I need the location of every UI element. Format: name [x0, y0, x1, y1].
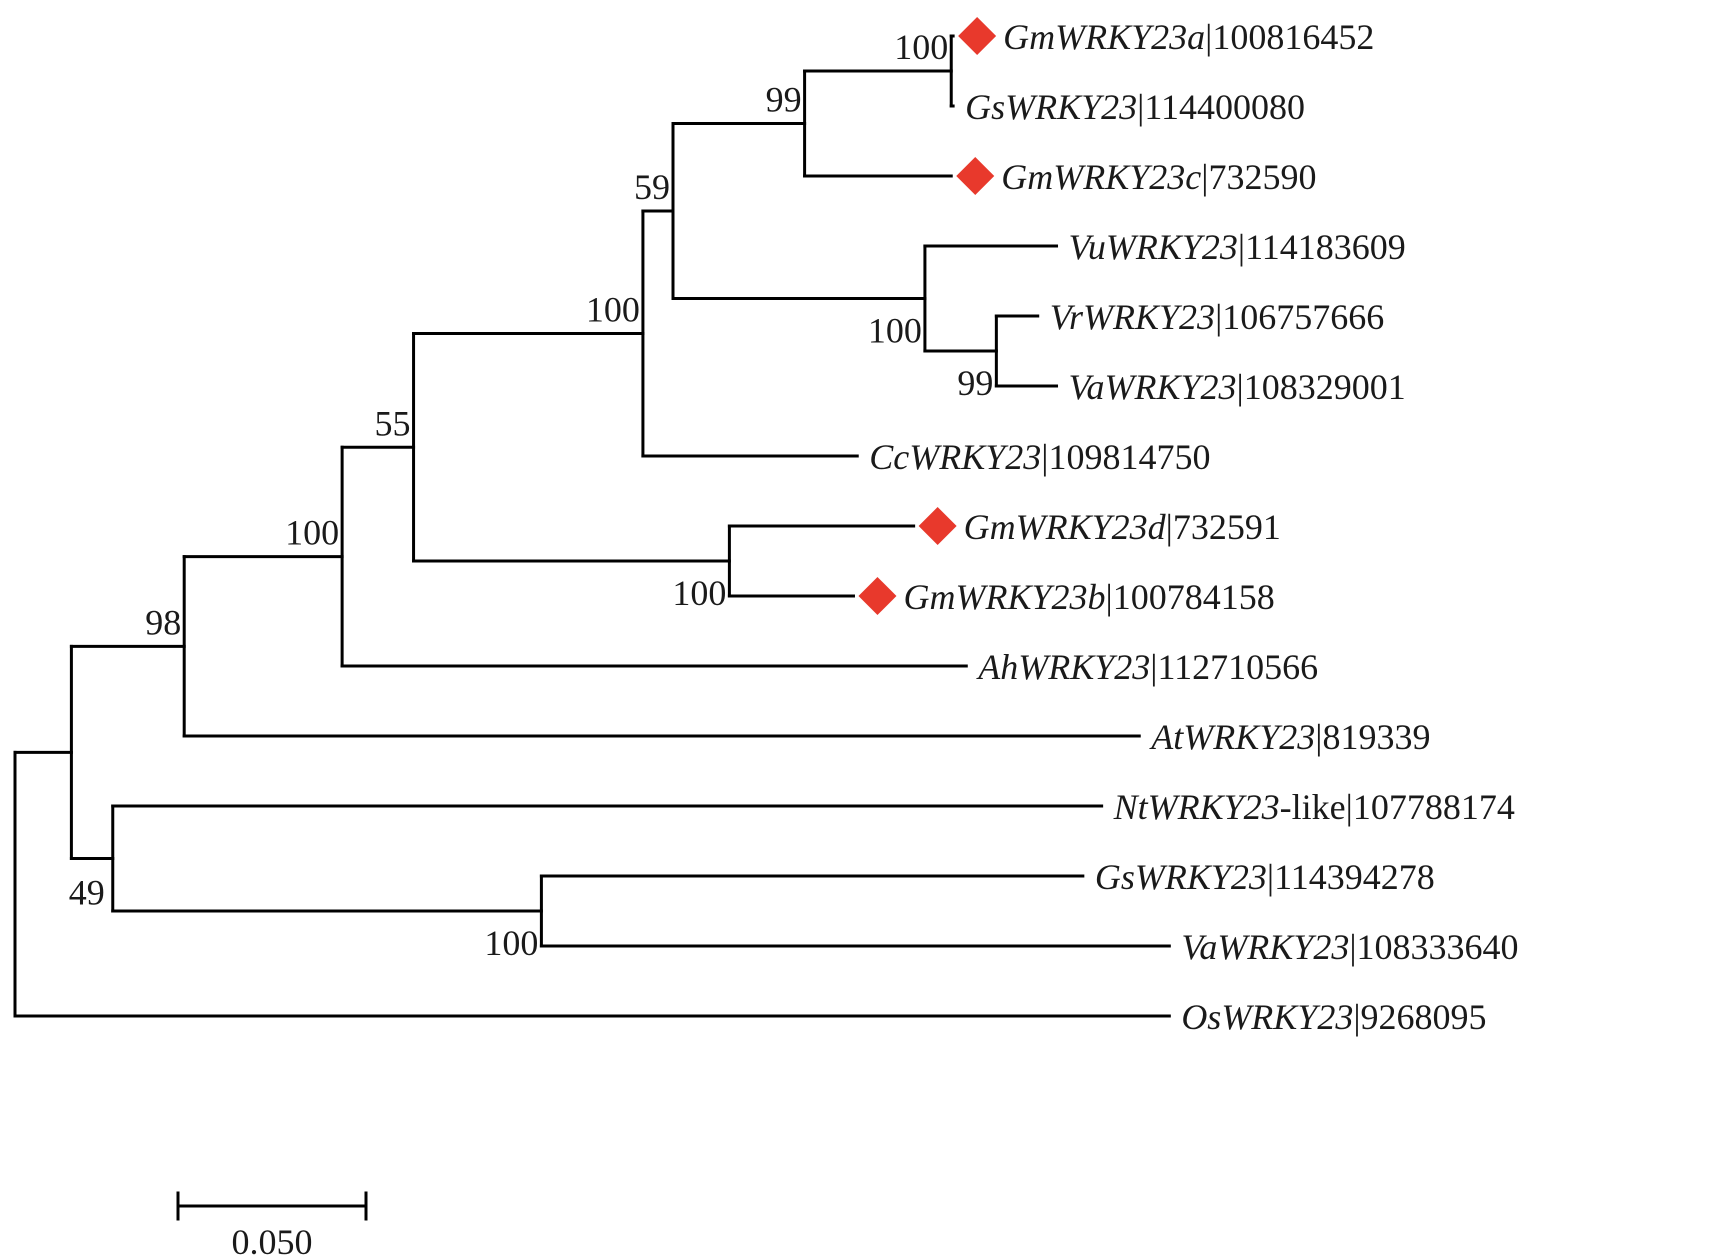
gene-name: GmWRKY23b [903, 577, 1105, 617]
leaf-label-GmWRKY23b: GmWRKY23b|100784158 [903, 577, 1274, 617]
bootstrap-value: 98 [145, 602, 181, 642]
bootstrap-value: 100 [586, 290, 640, 330]
highlight-markers [858, 17, 997, 615]
gene-name: GmWRKY23c [1001, 157, 1201, 197]
gene-id: |100816452 [1205, 17, 1374, 57]
leaf-label-GmWRKY23d: GmWRKY23d|732591 [964, 507, 1281, 547]
leaf-labels: GmWRKY23a|100816452GsWRKY23|114400080GmW… [869, 17, 1518, 1037]
gene-name: CcWRKY23 [869, 437, 1041, 477]
diamond-marker-icon [958, 17, 997, 55]
gene-id: |114394278 [1267, 857, 1435, 897]
diamond-marker-icon [858, 577, 897, 615]
gene-name: GmWRKY23a [1003, 17, 1205, 57]
bootstrap-values: 98 100 55 100 59 99 100 100 99 100 49 100 [69, 27, 994, 963]
bootstrap-value: 100 [285, 513, 339, 553]
leaf-label-OsWRKY23: OsWRKY23|9268095 [1181, 997, 1486, 1037]
bootstrap-value: 100 [894, 27, 948, 67]
tree-branches [13, 34, 1171, 1018]
bootstrap-value: 100 [672, 573, 726, 613]
gene-name: AhWRKY23 [976, 647, 1150, 687]
leaf-label-CcWRKY23: CcWRKY23|109814750 [869, 437, 1210, 477]
gene-name: NtWRKY23 [1113, 787, 1280, 827]
leaf-label-VuWRKY23: VuWRKY23|114183609 [1069, 227, 1406, 267]
gene-name: VuWRKY23 [1069, 227, 1238, 267]
bootstrap-value: 99 [766, 80, 802, 120]
gene-id: |9268095 [1353, 997, 1486, 1037]
gene-name: VaWRKY23 [1069, 367, 1237, 407]
scale-bar-label: 0.050 [232, 1222, 313, 1259]
leaf-label-GmWRKY23c: GmWRKY23c|732590 [1001, 157, 1316, 197]
gene-name: GmWRKY23d [964, 507, 1167, 547]
bootstrap-value: 100 [868, 311, 922, 351]
scale-bar: 0.050 [176, 1191, 368, 1259]
bootstrap-value: 99 [957, 363, 993, 403]
gene-id: |732590 [1201, 157, 1316, 197]
gene-name: AtWRKY23 [1149, 717, 1315, 757]
gene-id: |109814750 [1041, 437, 1210, 477]
gene-id: |114183609 [1238, 227, 1406, 267]
gene-id: |108333640 [1349, 927, 1518, 967]
gene-id: |106757666 [1215, 297, 1384, 337]
leaf-label-NtWRKY23like: NtWRKY23-like|107788174 [1113, 787, 1515, 827]
gene-id: |100784158 [1105, 577, 1274, 617]
gene-id: |108329001 [1237, 367, 1406, 407]
leaf-label-GsWRKY23_a: GsWRKY23|114400080 [965, 87, 1305, 127]
leaf-label-GmWRKY23a: GmWRKY23a|100816452 [1003, 17, 1374, 57]
gene-name: GsWRKY23 [1095, 857, 1267, 897]
gene-id: |112710566 [1150, 647, 1318, 687]
leaf-label-AtWRKY23: AtWRKY23|819339 [1149, 717, 1430, 757]
bootstrap-value: 49 [69, 873, 105, 913]
diamond-marker-icon [918, 507, 957, 545]
gene-id: |819339 [1315, 717, 1430, 757]
gene-id: -like|107788174 [1280, 787, 1515, 827]
leaf-label-VaWRKY23_b: VaWRKY23|108333640 [1181, 927, 1518, 967]
bootstrap-value: 100 [484, 923, 538, 963]
gene-name: GsWRKY23 [965, 87, 1137, 127]
leaf-label-GsWRKY23_b: GsWRKY23|114394278 [1095, 857, 1435, 897]
leaf-label-VaWRKY23_a: VaWRKY23|108329001 [1069, 367, 1406, 407]
leaf-label-VrWRKY23: VrWRKY23|106757666 [1050, 297, 1385, 337]
diamond-marker-icon [956, 157, 995, 195]
bootstrap-value: 55 [375, 403, 411, 443]
gene-id: |732591 [1166, 507, 1281, 547]
leaf-label-AhWRKY23: AhWRKY23|112710566 [976, 647, 1318, 687]
gene-name: VaWRKY23 [1181, 927, 1349, 967]
gene-name: OsWRKY23 [1181, 997, 1353, 1037]
bootstrap-value: 59 [634, 167, 670, 207]
gene-id: |114400080 [1137, 87, 1305, 127]
gene-name: VrWRKY23 [1050, 297, 1215, 337]
